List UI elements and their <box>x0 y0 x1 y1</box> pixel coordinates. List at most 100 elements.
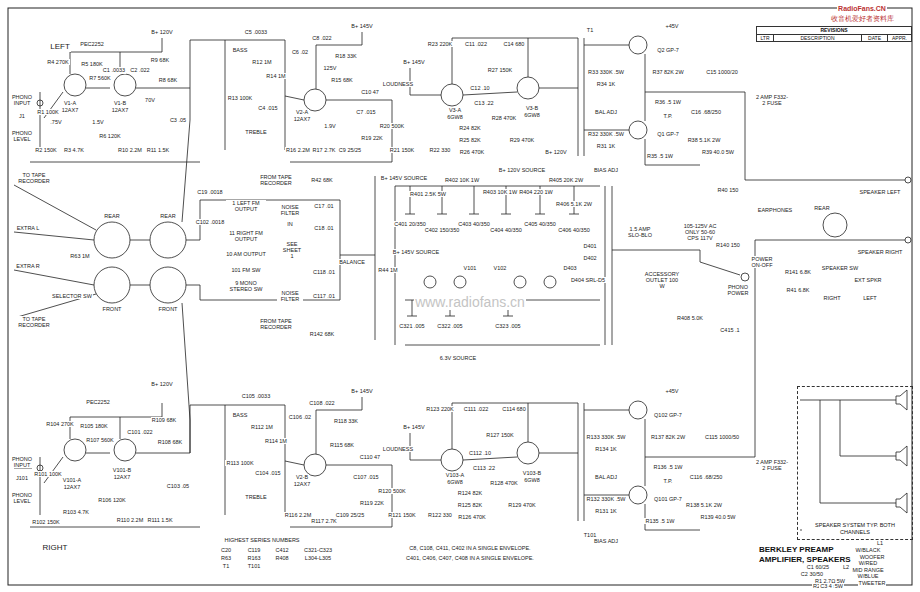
part-label: R26 470K <box>459 149 485 155</box>
wire <box>285 40 286 150</box>
wire <box>290 162 392 163</box>
part-label: RIGHT <box>822 295 841 301</box>
part-label: SELECTOR SW <box>51 293 93 299</box>
part-label: R22 330 <box>429 147 452 153</box>
part-label: C116 .68/250 <box>689 474 724 480</box>
part-label: R109 68K <box>151 417 177 423</box>
part-label: SPEAKER LEFT <box>859 189 902 195</box>
part-label: C118 .01 <box>312 269 336 275</box>
part-label: R5 180K <box>80 61 103 67</box>
part-label: R142 68K <box>309 331 335 337</box>
part-label: RIGHT <box>42 543 69 552</box>
wire <box>645 419 646 486</box>
part-label: R27 150K <box>487 67 513 73</box>
part-label: R132 330K .5W <box>586 496 627 502</box>
component-symbol <box>629 36 647 54</box>
component-symbol <box>629 401 647 419</box>
component-symbol <box>905 177 911 183</box>
part-label: 1.5V <box>91 119 104 125</box>
wire <box>407 316 417 317</box>
part-label: R29 470K <box>509 137 535 143</box>
part-label: LEFT <box>49 42 71 51</box>
part-label: R106 120K <box>97 497 127 503</box>
part-label: R103 4.7K <box>62 509 90 515</box>
part-label: V1-B <box>113 100 127 106</box>
component-symbol <box>94 222 130 258</box>
part-label: R115 68K <box>329 442 355 448</box>
part-label: J1 <box>18 113 26 119</box>
wire <box>474 186 475 214</box>
part-label: 1.9V <box>323 123 336 129</box>
part-label: C321-C323 <box>303 547 333 553</box>
wire <box>503 316 513 317</box>
part-label: C2 30/50 <box>800 571 824 577</box>
part-label: R9 68K <box>150 57 170 63</box>
table-cell: DESCRIPTION <box>773 34 861 42</box>
part-label: PHONO INPUT <box>9 94 35 107</box>
wire <box>584 403 585 521</box>
part-label: C323 .005 <box>494 323 521 329</box>
part-label: C17 .01 <box>313 203 334 209</box>
part-label: R33 330K .5W <box>587 69 625 75</box>
part-label: B+ 120V SOURCE <box>498 167 546 173</box>
part-label: R124 82K <box>457 490 483 496</box>
part-label: W/BLUE <box>856 573 879 579</box>
wire <box>412 300 413 316</box>
part-label: EXTRA R <box>15 263 41 269</box>
part-label: R117 2.7K <box>310 518 338 524</box>
part-label: C115 1000/50 <box>704 434 740 440</box>
wire <box>225 40 226 150</box>
wire <box>584 45 629 46</box>
table-cell: LTR <box>757 34 773 42</box>
part-label: FRONT <box>102 306 123 312</box>
wire <box>405 345 600 346</box>
part-label: 6GW8 <box>523 112 541 118</box>
part-label: LOUDNESS <box>382 81 414 87</box>
part-label: C1 60/25 <box>806 564 830 570</box>
part-label: C11 .022 <box>464 41 488 47</box>
wire <box>463 92 517 95</box>
part-label: R32 330K .5W <box>587 131 625 137</box>
part-label: R408 <box>274 555 289 561</box>
component-symbol <box>150 267 186 303</box>
part-label: EARPHONES <box>757 207 794 213</box>
part-label: R128 470K <box>489 480 519 486</box>
part-label: PEC2252 <box>79 41 105 47</box>
part-label: R138 5.1K 2W <box>685 502 723 508</box>
wire <box>86 453 110 454</box>
part-label: 105-125V AC ONLY 50-60 CPS 117V <box>679 223 721 242</box>
part-label: C102 .0018 <box>195 219 225 225</box>
wire <box>30 527 200 528</box>
part-label: C112 .10 <box>468 450 492 456</box>
component-symbol <box>517 77 539 99</box>
part-label: C110 47 <box>359 454 381 460</box>
part-label: R402 10K 1W <box>444 177 480 183</box>
part-label: C412 <box>274 547 289 553</box>
part-label: R63 <box>220 555 232 561</box>
part-label: 6GW8 <box>523 477 541 483</box>
wire <box>395 186 600 187</box>
wire <box>405 214 415 215</box>
part-label: B+ 145V SOURCE <box>392 249 440 255</box>
part-label: R14 1M <box>265 73 286 79</box>
part-label: R137 82K 2W <box>650 434 686 440</box>
part-label: V101 <box>463 265 478 271</box>
part-label: D401 <box>582 243 597 249</box>
part-label: R18 33K <box>334 53 357 59</box>
part-label: D403 <box>562 265 577 271</box>
part-label: LOUDNESS <box>382 446 414 452</box>
wire <box>645 54 646 121</box>
component-symbol <box>441 84 463 106</box>
part-label: T1 <box>222 563 230 569</box>
part-label: R19 22K <box>360 135 383 141</box>
speaker-symbol <box>896 493 907 513</box>
wire <box>539 88 578 89</box>
part-label: 12AX7 <box>63 484 82 490</box>
part-label: T.P. <box>663 478 674 484</box>
part-label: R403 10K 1W <box>482 189 518 195</box>
part-label: R118 33K <box>333 418 359 424</box>
wire <box>535 214 545 215</box>
part-label: C3 4 <box>819 583 833 589</box>
part-label: R20 500K <box>379 123 405 129</box>
wire <box>840 400 896 456</box>
